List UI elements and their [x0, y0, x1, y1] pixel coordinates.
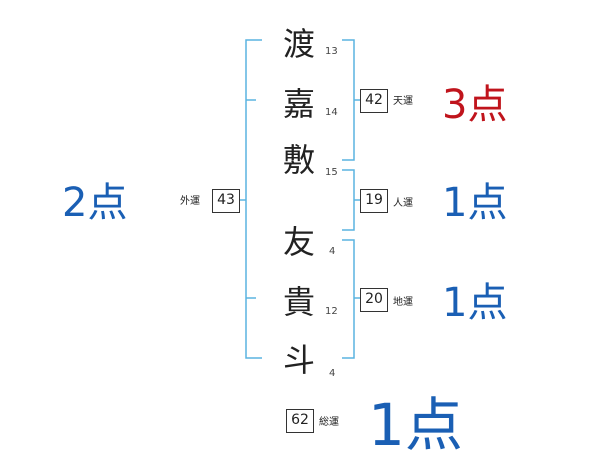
- chiun-label: 地運: [393, 297, 413, 308]
- souun-value-box: 62: [286, 409, 314, 433]
- given-strokes-1: 4: [329, 246, 336, 257]
- chiun-bracket: [342, 239, 355, 359]
- surname-strokes-1: 13: [325, 46, 338, 57]
- gaiun-bracket: [245, 39, 262, 359]
- tenun-label: 天運: [393, 96, 413, 107]
- given-strokes-3: 4: [329, 368, 336, 379]
- souun-label: 総運: [319, 417, 339, 428]
- surname-char-2: 嘉: [282, 85, 315, 123]
- surname-strokes-3: 15: [325, 167, 338, 178]
- gaiun-label: 外運: [180, 196, 200, 207]
- given-char-1: 友: [282, 223, 315, 261]
- chiun-value-box: 20: [360, 288, 388, 312]
- surname-strokes-2: 14: [325, 107, 338, 118]
- chiun-score: 1点: [442, 280, 508, 326]
- surname-char-1: 渡: [282, 25, 315, 63]
- tenun-bracket: [342, 39, 355, 161]
- tenun-value-box: 42: [360, 89, 388, 113]
- jinun-score: 1点: [442, 180, 508, 226]
- souun-score: 1点: [368, 391, 463, 459]
- jinun-bracket: [342, 169, 355, 231]
- gaiun-value-box: 43: [212, 189, 240, 213]
- given-char-2: 貴: [282, 283, 315, 321]
- surname-char-3: 敷: [282, 141, 315, 179]
- given-strokes-2: 12: [325, 306, 338, 317]
- gaiun-score: 2点: [62, 180, 128, 226]
- jinun-value-box: 19: [360, 189, 388, 213]
- tenun-score: 3点: [442, 82, 508, 128]
- given-char-3: 斗: [282, 341, 315, 379]
- jinun-label: 人運: [393, 198, 413, 209]
